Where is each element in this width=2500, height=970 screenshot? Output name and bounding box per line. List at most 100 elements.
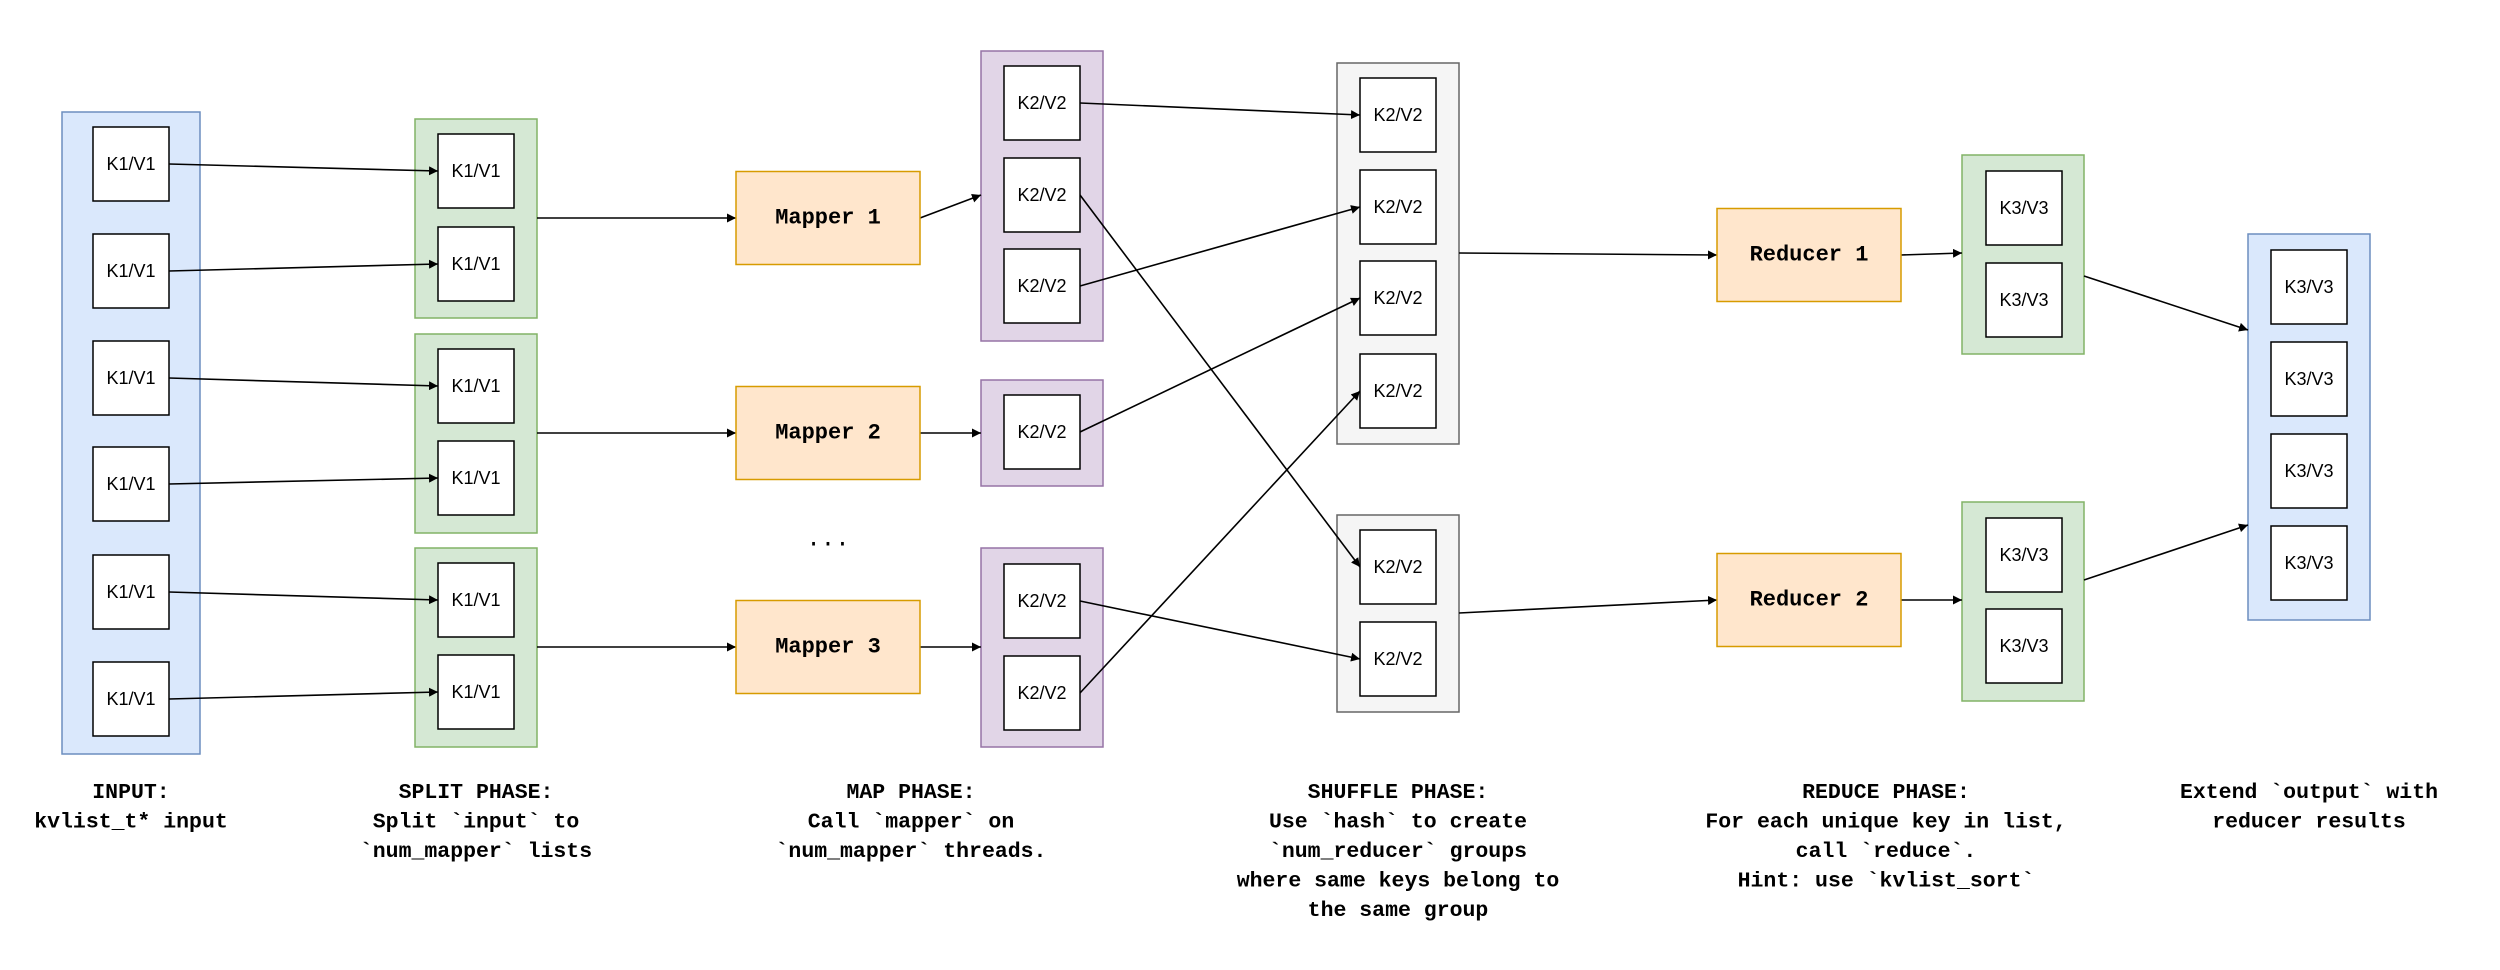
nodes: K1/V1K1/V1K1/V1K1/V1K1/V1K1/V1K1/V1K1/V1… bbox=[92, 65, 2348, 737]
arrow-mapper-to-output-1 bbox=[919, 193, 982, 219]
split-3-kv-2-box bbox=[437, 654, 515, 730]
caption-reduce-line-2: For each unique key in list, bbox=[1705, 811, 2066, 835]
map-output-3-kv-2-box bbox=[1003, 655, 1081, 731]
map-output-3-kv-2-label: K2/V2 bbox=[1017, 683, 1066, 703]
shuffle-2-kv-2-box bbox=[1359, 621, 1437, 697]
mapper-1 bbox=[735, 170, 921, 266]
input-kv-6-label: K1/V1 bbox=[106, 689, 155, 709]
caption-output-line-1: Extend `output` with bbox=[2180, 781, 2438, 805]
input-kv-1-label: K1/V1 bbox=[106, 154, 155, 174]
caption-input-line-2: kvlist_t* input bbox=[34, 811, 228, 835]
split-1-kv-2-box bbox=[437, 226, 515, 302]
reduce-output-2-kv-1-label: K3/V3 bbox=[1999, 545, 2048, 565]
caption-shuffle-line-5: the same group bbox=[1308, 899, 1489, 923]
mapper-ellipsis: ... bbox=[806, 527, 849, 554]
shuffle-1-kv-4-box bbox=[1359, 353, 1437, 429]
arrow-input-to-split-2 bbox=[168, 259, 439, 272]
arrow-reduce-to-final-2 bbox=[2083, 523, 2249, 581]
shuffle-2-kv-1-box bbox=[1359, 529, 1437, 605]
caption-shuffle-line-1: SHUFFLE PHASE: bbox=[1308, 781, 1489, 805]
arrow-shuffle-5 bbox=[1079, 600, 1361, 662]
caption-map-line-2: Call `mapper` on bbox=[808, 811, 1014, 835]
output-kv-4-box bbox=[2270, 525, 2348, 601]
arrow-shuffle-4 bbox=[1079, 297, 1361, 433]
split-3-kv-2-label: K1/V1 bbox=[451, 682, 500, 702]
output-kv-4-label: K3/V3 bbox=[2284, 553, 2333, 573]
mapper-2-label: Mapper 2 bbox=[775, 421, 881, 446]
input-kv-3-box bbox=[92, 340, 170, 416]
shuffle-1-kv-1-label: K2/V2 bbox=[1373, 105, 1422, 125]
caption-reduce-line-1: REDUCE PHASE: bbox=[1802, 781, 1970, 805]
mapper-3-label: Mapper 3 bbox=[775, 635, 881, 660]
map-output-2-kv-1-box bbox=[1003, 394, 1081, 470]
arrow-input-to-split-1 bbox=[168, 163, 439, 176]
split-1-kv-1-label: K1/V1 bbox=[451, 161, 500, 181]
input-kv-5-box bbox=[92, 554, 170, 630]
reduce-output-1-kv-1-label: K3/V3 bbox=[1999, 198, 2048, 218]
map-output-3-kv-1-box bbox=[1003, 563, 1081, 639]
shuffle-1-kv-3-label: K2/V2 bbox=[1373, 288, 1422, 308]
input-kv-2-label: K1/V1 bbox=[106, 261, 155, 281]
arrow-shuffle-2 bbox=[1079, 194, 1361, 568]
output-kv-2-label: K3/V3 bbox=[2284, 369, 2333, 389]
mapper-2 bbox=[735, 385, 921, 481]
arrow-input-to-split-4 bbox=[168, 473, 439, 485]
caption-shuffle-line-3: `num_reducer` groups bbox=[1269, 840, 1527, 864]
caption-reduce-line-3: call `reduce`. bbox=[1796, 840, 1977, 864]
caption-split-line-2: Split `input` to bbox=[373, 811, 579, 835]
caption-map-line-3: `num_mapper` threads. bbox=[776, 840, 1047, 864]
arrow-shuffle-6 bbox=[1079, 390, 1361, 694]
split-2-kv-2-box bbox=[437, 440, 515, 516]
caption-map-line-1: MAP PHASE: bbox=[846, 781, 975, 805]
output-kv-1-label: K3/V3 bbox=[2284, 277, 2333, 297]
flow-arrows bbox=[168, 102, 2249, 700]
shuffle-1-kv-3-box bbox=[1359, 260, 1437, 336]
output-kv-3-label: K3/V3 bbox=[2284, 461, 2333, 481]
map-output-1-kv-1-label: K2/V2 bbox=[1017, 93, 1066, 113]
input-kv-4-label: K1/V1 bbox=[106, 474, 155, 494]
split-3-kv-1-label: K1/V1 bbox=[451, 590, 500, 610]
reducer-2-label: Reducer 2 bbox=[1750, 588, 1869, 613]
arrow-shuffle-to-reducer-2 bbox=[1458, 595, 1718, 614]
reducer-1 bbox=[1716, 207, 1902, 303]
reduce-output-2-kv-1-box bbox=[1985, 517, 2063, 593]
input-container bbox=[61, 111, 201, 755]
caption-output-line-2: reducer results bbox=[2212, 811, 2406, 835]
mapper-3 bbox=[735, 599, 921, 695]
shuffle-1-kv-2-box bbox=[1359, 169, 1437, 245]
arrow-shuffle-1 bbox=[1079, 102, 1361, 120]
map-output-1-kv-3-box bbox=[1003, 248, 1081, 324]
split-1-kv-1-box bbox=[437, 133, 515, 209]
reduce-output-2-kv-2-box bbox=[1985, 608, 2063, 684]
arrow-reduce-to-final-1 bbox=[2083, 275, 2249, 332]
reduce-output-1-kv-2-box bbox=[1985, 262, 2063, 338]
input-kv-1-box bbox=[92, 126, 170, 202]
shuffle-2-kv-2-label: K2/V2 bbox=[1373, 649, 1422, 669]
input-kv-4-box bbox=[92, 446, 170, 522]
output-kv-1-box bbox=[2270, 249, 2348, 325]
input-kv-2-box bbox=[92, 233, 170, 309]
shuffle-1-kv-2-label: K2/V2 bbox=[1373, 197, 1422, 217]
caption-shuffle-line-2: Use `hash` to create bbox=[1269, 811, 1527, 835]
input-kv-6-box bbox=[92, 661, 170, 737]
map-output-3-kv-1-label: K2/V2 bbox=[1017, 591, 1066, 611]
input-kv-3-label: K1/V1 bbox=[106, 368, 155, 388]
split-3-kv-1-box bbox=[437, 562, 515, 638]
split-2-kv-1-box bbox=[437, 348, 515, 424]
reducer-2 bbox=[1716, 552, 1902, 648]
reduce-output-1-kv-1-box bbox=[1985, 170, 2063, 246]
output-kv-2-box bbox=[2270, 341, 2348, 417]
output-kv-3-box bbox=[2270, 433, 2348, 509]
shuffle-2-kv-1-label: K2/V2 bbox=[1373, 557, 1422, 577]
caption-split-line-3: `num_mapper` lists bbox=[360, 840, 592, 864]
arrow-input-to-split-6 bbox=[168, 687, 439, 700]
split-2-kv-2-label: K1/V1 bbox=[451, 468, 500, 488]
arrow-shuffle-to-reducer-1 bbox=[1458, 250, 1718, 260]
map-output-1-kv-2-label: K2/V2 bbox=[1017, 185, 1066, 205]
map-output-2-kv-1-label: K2/V2 bbox=[1017, 422, 1066, 442]
reduce-output-1-kv-2-label: K3/V3 bbox=[1999, 290, 2048, 310]
arrow-input-to-split-3 bbox=[168, 377, 439, 391]
arrow-reducer-to-output-1 bbox=[1900, 248, 1963, 258]
